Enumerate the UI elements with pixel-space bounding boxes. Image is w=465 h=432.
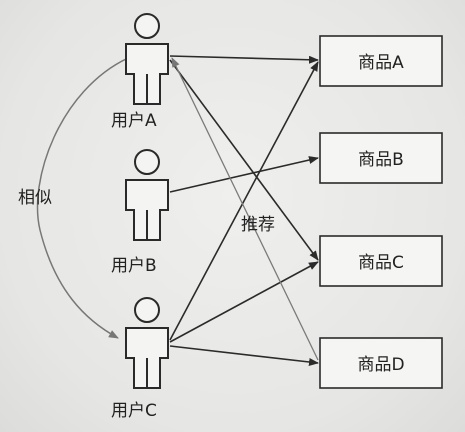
product-b-label: 商品B	[358, 150, 404, 170]
user-a-icon	[125, 13, 169, 105]
edge-recommend-productD-userA	[171, 57, 319, 361]
user-b-icon	[125, 149, 169, 241]
similarity-label: 相似	[18, 188, 52, 208]
user-c-label: 用户C	[111, 401, 157, 421]
product-d-label: 商品D	[357, 355, 404, 375]
user-a-label: 用户A	[111, 111, 157, 131]
product-a-label: 商品A	[358, 53, 404, 73]
similarity-arc	[36, 57, 129, 339]
edge-userC-productC	[169, 261, 319, 343]
user-b-label: 用户B	[111, 256, 157, 276]
product-c-box: 商品C	[319, 235, 443, 287]
edge-userA-productC	[169, 59, 319, 261]
product-a-box: 商品A	[319, 35, 443, 87]
product-d-box: 商品D	[319, 337, 443, 389]
edge-userB-productB	[169, 156, 319, 193]
user-c-icon	[125, 297, 169, 389]
product-b-box: 商品B	[319, 132, 443, 184]
product-c-label: 商品C	[358, 253, 404, 273]
edge-userC-productD	[169, 345, 319, 366]
edge-userA-productA	[169, 55, 319, 64]
recommend-label: 推荐	[241, 215, 275, 235]
edge-userC-productA	[169, 61, 319, 341]
